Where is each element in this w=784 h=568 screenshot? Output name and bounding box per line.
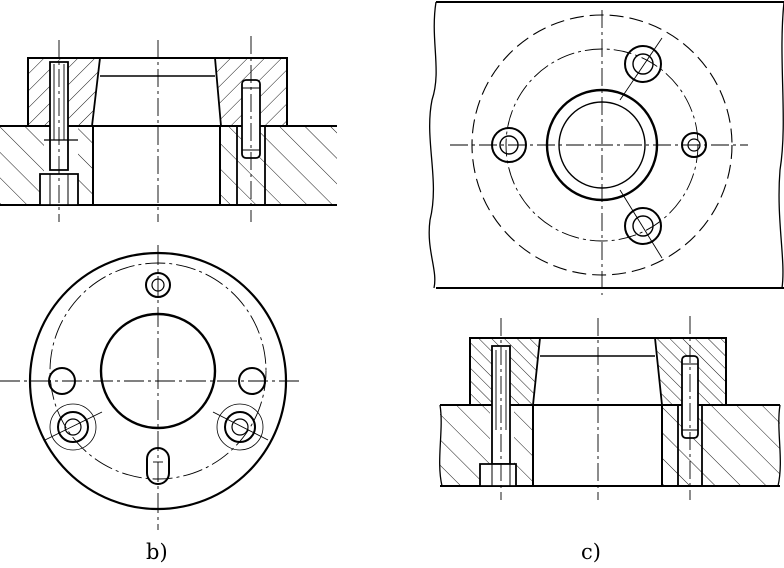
figure-b-caption: b): [146, 540, 168, 564]
figure-c-section-view: [440, 316, 781, 500]
figure-b-plan-view: [0, 245, 300, 530]
figure-c-plan-view: [429, 2, 784, 295]
base-plate-middle-hatch: [78, 126, 93, 205]
figure-c-caption: c): [581, 540, 601, 564]
base-plate-left-hatch: [0, 126, 44, 205]
figure-b-section-view: [0, 36, 337, 222]
